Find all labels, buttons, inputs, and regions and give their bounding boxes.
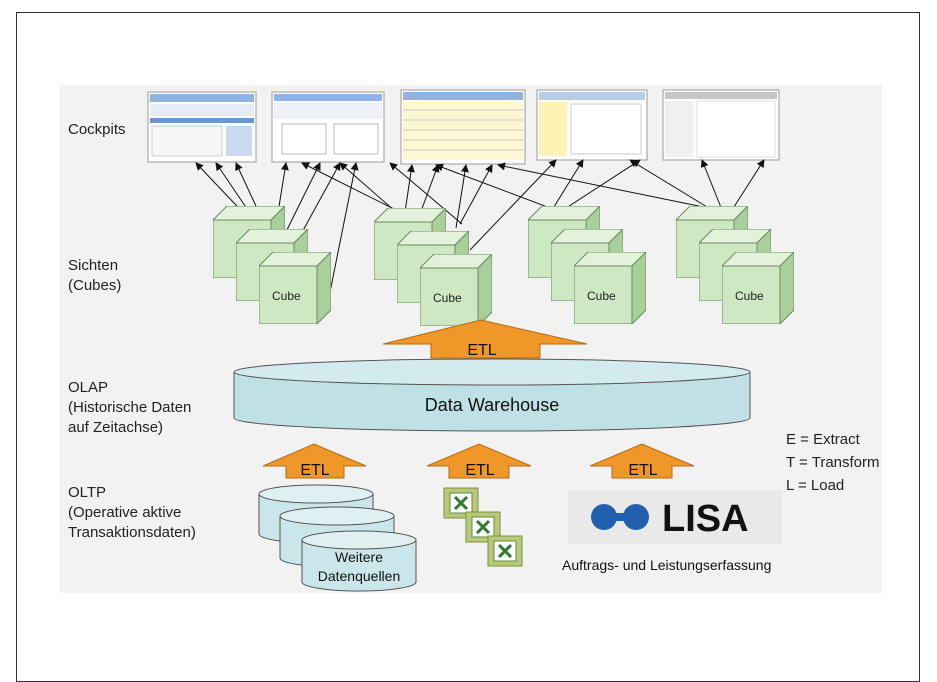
legend-extract: E = Extract xyxy=(786,431,860,448)
cube-label: Cube xyxy=(587,289,616,303)
etl-arrow-top: ETL xyxy=(382,319,588,359)
cockpit-screenshot-3 xyxy=(400,89,526,165)
etl-arrow-bottom-3: ETL xyxy=(589,443,695,479)
etl-label: ETL xyxy=(467,342,496,359)
cube-icon xyxy=(574,252,646,324)
etl-arrow-bottom-2: ETL xyxy=(426,443,532,479)
layer-label-cockpits: Cockpits xyxy=(68,121,126,138)
lisa-logo-text: LISA xyxy=(662,498,749,540)
cube-icon xyxy=(722,252,794,324)
etl-label: ETL xyxy=(465,462,494,479)
cube-icon xyxy=(420,254,492,326)
layer-label-oltp: OLTP (Operative aktive Transaktionsdaten… xyxy=(68,484,196,541)
etl-label: ETL xyxy=(628,462,657,479)
lisa-caption: Auftrags- und Leistungserfassung xyxy=(562,557,771,573)
excel-files xyxy=(443,487,523,567)
database-stack: Weitere Datenquellen xyxy=(258,484,417,592)
cockpit-screenshot-5 xyxy=(662,89,780,161)
excel-icon xyxy=(487,535,523,567)
cube-label: Cube xyxy=(433,291,462,305)
architecture-diagram: Cu Cu Cube Cu Cu Cube Cu Cu Cube Cu Cu C… xyxy=(147,89,794,592)
cube-group-4: Cu Cu Cube xyxy=(676,206,794,324)
etl-label: ETL xyxy=(300,462,329,479)
cube-group-3: Cu Cu Cube xyxy=(528,206,646,324)
cockpit-screenshot-1 xyxy=(147,91,257,163)
database-icon xyxy=(301,530,417,592)
legend-transform: T = Transform xyxy=(786,454,880,471)
cube-label: Cube xyxy=(735,289,764,303)
cube-icon xyxy=(259,252,331,324)
cockpit-screenshot-2 xyxy=(271,91,385,163)
database-label-line2: Datenquellen xyxy=(318,568,401,584)
cockpit-screenshot-4 xyxy=(536,89,648,161)
cube-group-1: Cu Cu Cube xyxy=(213,206,331,324)
cockpit-screens xyxy=(147,89,780,165)
legend-load: L = Load xyxy=(786,477,845,494)
cube-group-2: Cu Cu Cube xyxy=(374,208,492,326)
database-label-line1: Weitere xyxy=(335,549,383,565)
layer-label-sichten: Sichten (Cubes) xyxy=(68,257,122,294)
data-warehouse-label: Data Warehouse xyxy=(425,395,559,415)
data-warehouse-cylinder: Data Warehouse xyxy=(233,358,751,432)
cube-label: Cube xyxy=(272,289,301,303)
etl-arrow-bottom-1: ETL xyxy=(262,443,367,479)
layer-label-olap: OLAP (Historische Daten auf Zeitachse) xyxy=(68,379,192,436)
lisa-logo: LISA xyxy=(568,490,782,544)
etl-legend: E = Extract T = Transform L = Load xyxy=(786,428,880,497)
